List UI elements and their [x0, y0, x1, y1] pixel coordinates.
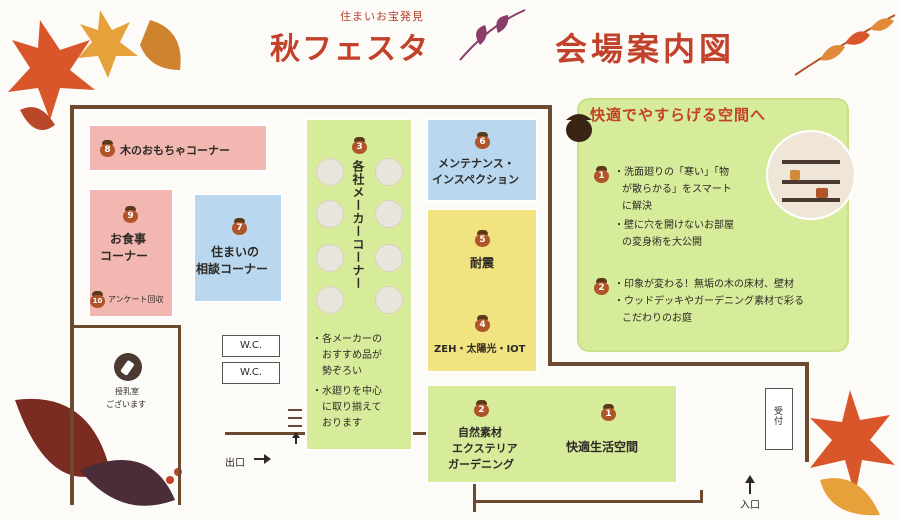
map-title: 会場案内図	[555, 30, 736, 68]
reception-label: 受付	[772, 406, 782, 426]
acorn-icon: 4	[475, 315, 490, 332]
room-4-label: ZEH・太陽光・IOT	[434, 344, 526, 355]
room-2-label-line2: エクステリア	[452, 442, 518, 455]
autumn-leaves-topleft	[8, 10, 181, 130]
acorn-icon: 8	[100, 140, 115, 157]
acorn-icon: 6	[475, 132, 490, 149]
room-natural-materials-comfort[interactable]	[426, 384, 678, 484]
acorn-icon: 1	[601, 404, 616, 421]
maker-note-2: おすすめ品が	[322, 350, 382, 361]
wall-entrance-post	[700, 490, 703, 502]
room-consultation-corner[interactable]	[193, 193, 283, 303]
acorn-icon: 7	[232, 218, 247, 235]
arrow-right-icon	[254, 454, 271, 464]
product-thumbnail	[375, 286, 403, 314]
stairs-icon	[288, 409, 302, 444]
arrow-up-icon	[745, 475, 755, 494]
maple-leaf-icon	[8, 10, 181, 130]
acorn-icon: 1	[594, 166, 609, 183]
event-subtitle: 住まいお宝発見	[340, 10, 424, 23]
entrance-label: 入口	[740, 500, 760, 511]
room-7-label-line1: 住まいの	[211, 245, 260, 259]
acorn-icon: 5	[475, 230, 490, 247]
room-6-label-line1: メンテナンス・	[438, 157, 515, 170]
maker-note-4: ・水廻りを中心	[312, 386, 382, 397]
acorn-icon: 2	[474, 400, 489, 417]
baby-bottle-icon	[114, 353, 142, 381]
maker-note-6: おります	[322, 418, 362, 429]
restroom-2: W.C.	[222, 362, 280, 384]
panel-item1-line5: の変身術を大公開	[622, 237, 702, 248]
acorn-icon	[566, 114, 592, 142]
autumn-leaves-bottomright	[810, 390, 895, 516]
wall-inner-vertical	[178, 325, 181, 505]
wall-bottom-right	[473, 500, 703, 503]
wall-right-step	[548, 362, 808, 366]
product-thumbnail	[375, 244, 403, 272]
maker-note-1: ・各メーカーの	[312, 334, 382, 345]
wall-top-mid	[293, 105, 551, 109]
room-2-label-line3: ガーデニング	[448, 458, 514, 471]
reception-desk	[765, 388, 793, 450]
wall-right-upper	[548, 105, 552, 365]
wall-inner-horizontal	[70, 325, 180, 328]
product-thumbnail	[375, 158, 403, 186]
product-thumbnail	[375, 200, 403, 228]
product-thumbnail	[316, 244, 344, 272]
room-1-label: 快適生活空間	[566, 440, 639, 454]
nursing-room-label-line2: ございます	[106, 400, 146, 409]
room-9-label-line2: コーナー	[100, 249, 149, 263]
panel-item1-line1: ・洗面廻りの「寒い」「物	[614, 167, 729, 178]
panel-item1-line4: ・壁に穴を開けないお部屋	[614, 220, 734, 231]
panel-heading: 快適でやすらげる空間へ	[590, 106, 767, 124]
restroom-1: W.C.	[222, 335, 280, 357]
acorn-icon: 3	[352, 137, 367, 154]
room-3-label: 各社メーカーコーナー	[351, 160, 365, 290]
wall-left	[70, 105, 74, 505]
room-8-label: 木のおもちゃコーナー	[120, 144, 230, 157]
room-2-label-line1: 自然素材	[458, 426, 502, 439]
twig-decoration	[459, 9, 526, 61]
maker-note-3: 勢ぞろい	[322, 366, 362, 377]
product-thumbnail	[316, 286, 344, 314]
product-thumbnail	[316, 158, 344, 186]
wall-top-left	[70, 105, 295, 109]
maker-note-5: に取り揃えて	[322, 402, 382, 413]
room-toy-corner[interactable]	[88, 124, 268, 172]
panel-item1-line2: が散らかる」をスマート	[622, 184, 732, 195]
acorn-icon: 9	[123, 206, 138, 223]
panel-item2-line1: ・印象が変わる！無垢の木の床材、壁材	[614, 279, 794, 290]
panel-item2-line2: ・ウッドデッキやガーデニング素材で彩る	[614, 296, 804, 307]
nursing-room-label-line1: 授乳室	[115, 387, 139, 396]
panel-item2-line3: こだわりのお庭	[622, 313, 692, 324]
panel-item1-line3: に解決	[622, 201, 652, 212]
wall-right-lower	[805, 362, 809, 462]
leaf-branch-topright	[794, 14, 896, 76]
acorn-icon: 10	[90, 291, 105, 308]
autumn-leaves-bottomleft	[15, 398, 182, 506]
event-title: 秋フェスタ	[270, 32, 430, 67]
product-thumbnail	[316, 200, 344, 228]
room-5-label: 耐震	[470, 256, 495, 270]
acorn-icon: 2	[594, 278, 609, 295]
room-9-label-line1: お食事	[110, 232, 147, 246]
shelf-photo	[766, 130, 856, 220]
room-10-label: アンケート回収	[108, 295, 164, 304]
room-7-label-line2: 相談コーナー	[196, 262, 269, 276]
exit-label: 出口	[225, 458, 245, 469]
room-6-label-line2: インスペクション	[432, 173, 520, 186]
